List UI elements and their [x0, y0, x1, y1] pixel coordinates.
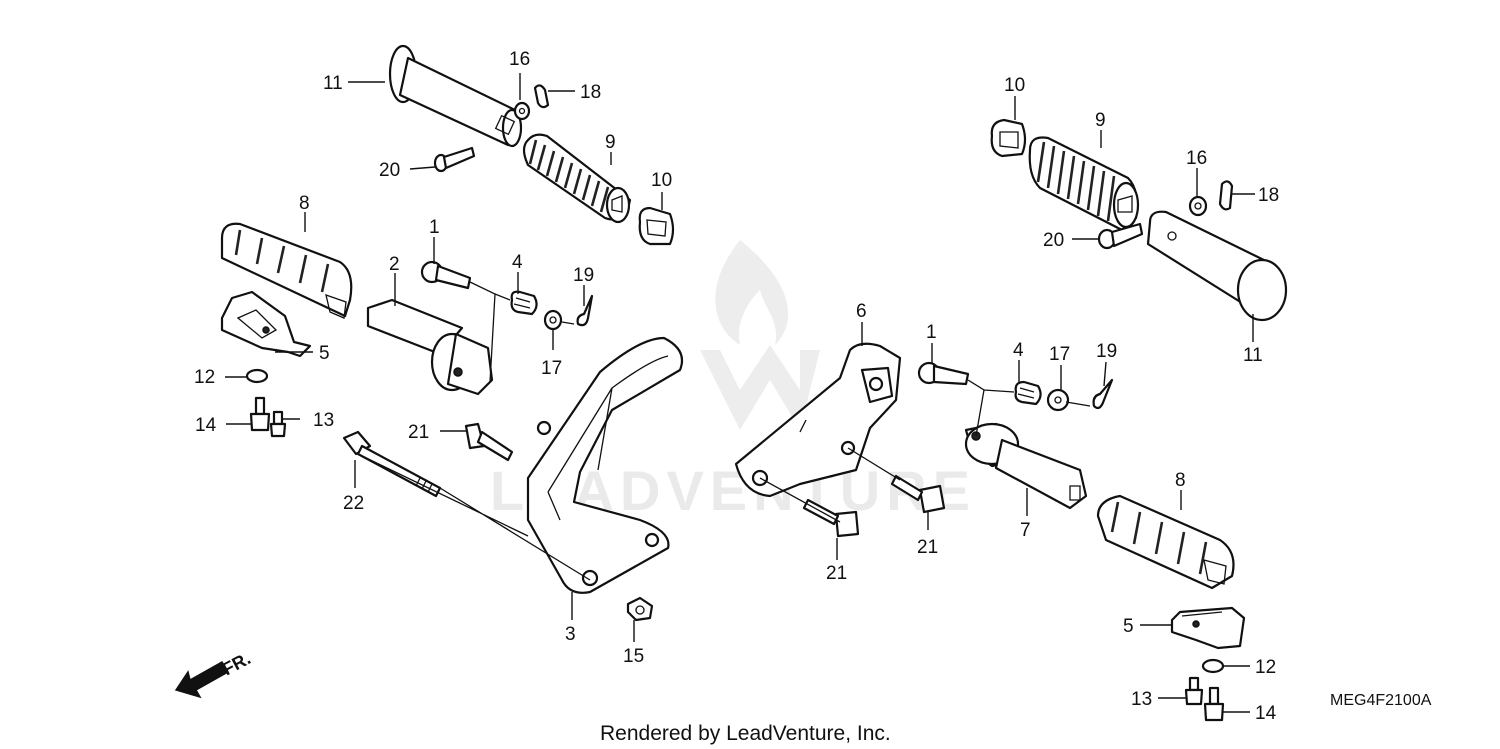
part-17-left-washer [543, 309, 563, 331]
callout-7: 7 [1020, 520, 1031, 541]
part-21-left-bolt [464, 422, 514, 462]
part-14-left-bolt [249, 396, 271, 432]
callout-15: 15 [623, 646, 644, 667]
callout-6: 6 [856, 301, 867, 322]
part-4-left-spring [510, 290, 538, 316]
callout-11-right: 11 [1243, 345, 1263, 366]
callout-1-left: 1 [429, 217, 440, 238]
callout-22: 22 [343, 493, 364, 514]
part-18-left-cotter [533, 84, 550, 109]
part-6-bracket [734, 342, 902, 498]
part-13-left-bolt [269, 410, 287, 438]
callout-2: 2 [389, 254, 400, 275]
callout-17-right: 17 [1049, 344, 1070, 365]
part-13-right-bolt [1184, 676, 1204, 706]
callout-19-left: 19 [573, 265, 594, 286]
callout-13-right: 13 [1131, 689, 1152, 710]
callout-18-right: 18 [1258, 185, 1279, 206]
part-20-right-pin [1097, 222, 1144, 250]
part-10-left-bushing [638, 206, 675, 246]
callout-9-right: 9 [1095, 110, 1106, 131]
part-8-right-footpeg-rubber [1096, 494, 1235, 590]
part-14-right-bolt [1203, 686, 1225, 722]
part-19-left-cotter [576, 294, 594, 327]
part-15-nut [626, 596, 654, 622]
part-9-left-rubber [522, 133, 632, 224]
callout-20-right: 20 [1043, 230, 1064, 251]
leader-lines [225, 73, 1255, 713]
part-18-right-cotter [1218, 180, 1234, 211]
callout-labels: 11 16 18 20 9 10 8 1 2 4 19 17 5 12 14 1… [194, 49, 1279, 724]
callout-8-right: 8 [1175, 470, 1186, 491]
part-20-left-pin [433, 146, 476, 173]
part-2-left-footpeg-arm [366, 298, 494, 396]
callout-16-right: 16 [1186, 148, 1207, 169]
part-3-bracket [526, 336, 684, 594]
callout-10-left: 10 [651, 170, 672, 191]
callout-4-right: 4 [1013, 340, 1024, 361]
part-8-left-footpeg-rubber [220, 222, 353, 319]
callout-16-left: 16 [509, 49, 530, 70]
callout-14-left: 14 [195, 415, 217, 436]
part-7-right-footpeg-arm [964, 422, 1088, 510]
callout-11-left: 11 [323, 73, 343, 94]
front-direction-arrow: FR. [174, 648, 254, 699]
callout-13-left: 13 [313, 410, 334, 431]
callout-21-right-upper: 21 [917, 537, 938, 558]
callout-20-left: 20 [379, 160, 400, 181]
part-5-right-bracket [1170, 606, 1246, 650]
callout-1-right: 1 [926, 322, 937, 343]
callout-17-left: 17 [541, 358, 562, 379]
callout-18-left: 18 [580, 82, 601, 103]
part-21-right-bolt-upper [890, 474, 946, 514]
part-16-left-washer [513, 101, 531, 121]
part-1-right-pin [917, 361, 970, 386]
callout-5-right: 5 [1123, 616, 1134, 637]
part-12-right-nut [1201, 658, 1225, 674]
callout-14-right: 14 [1255, 703, 1277, 724]
part-17-right-washer [1046, 388, 1070, 412]
part-12-left-nut [245, 368, 269, 384]
part-1-left-pin [420, 260, 472, 290]
part-19-right-cotter [1092, 378, 1114, 410]
part-11-left-pin [388, 44, 523, 148]
callout-10-right: 10 [1004, 75, 1025, 96]
callout-21-right-lower: 21 [826, 563, 847, 584]
callout-19-right: 19 [1096, 341, 1117, 362]
part-4-right-spring [1014, 380, 1042, 406]
part-9-right-rubber [1028, 136, 1140, 232]
callout-9-left: 9 [605, 132, 616, 153]
part-16-right-washer [1188, 195, 1208, 217]
callout-12-left: 12 [194, 367, 215, 388]
callout-4-left: 4 [512, 252, 523, 273]
part-10-right-bushing [990, 118, 1027, 158]
callout-21-left: 21 [408, 422, 429, 443]
footer-credit: Rendered by LeadVenture, Inc. [600, 722, 891, 745]
callout-8-left: 8 [299, 193, 310, 214]
part-5-left-bracket [220, 290, 312, 358]
part-11-right-pin [1146, 210, 1288, 322]
diagram-code: MEG4F2100A [1330, 692, 1432, 709]
callout-5-left: 5 [319, 343, 330, 364]
callout-12-right: 12 [1255, 657, 1276, 678]
callout-3: 3 [565, 624, 576, 645]
